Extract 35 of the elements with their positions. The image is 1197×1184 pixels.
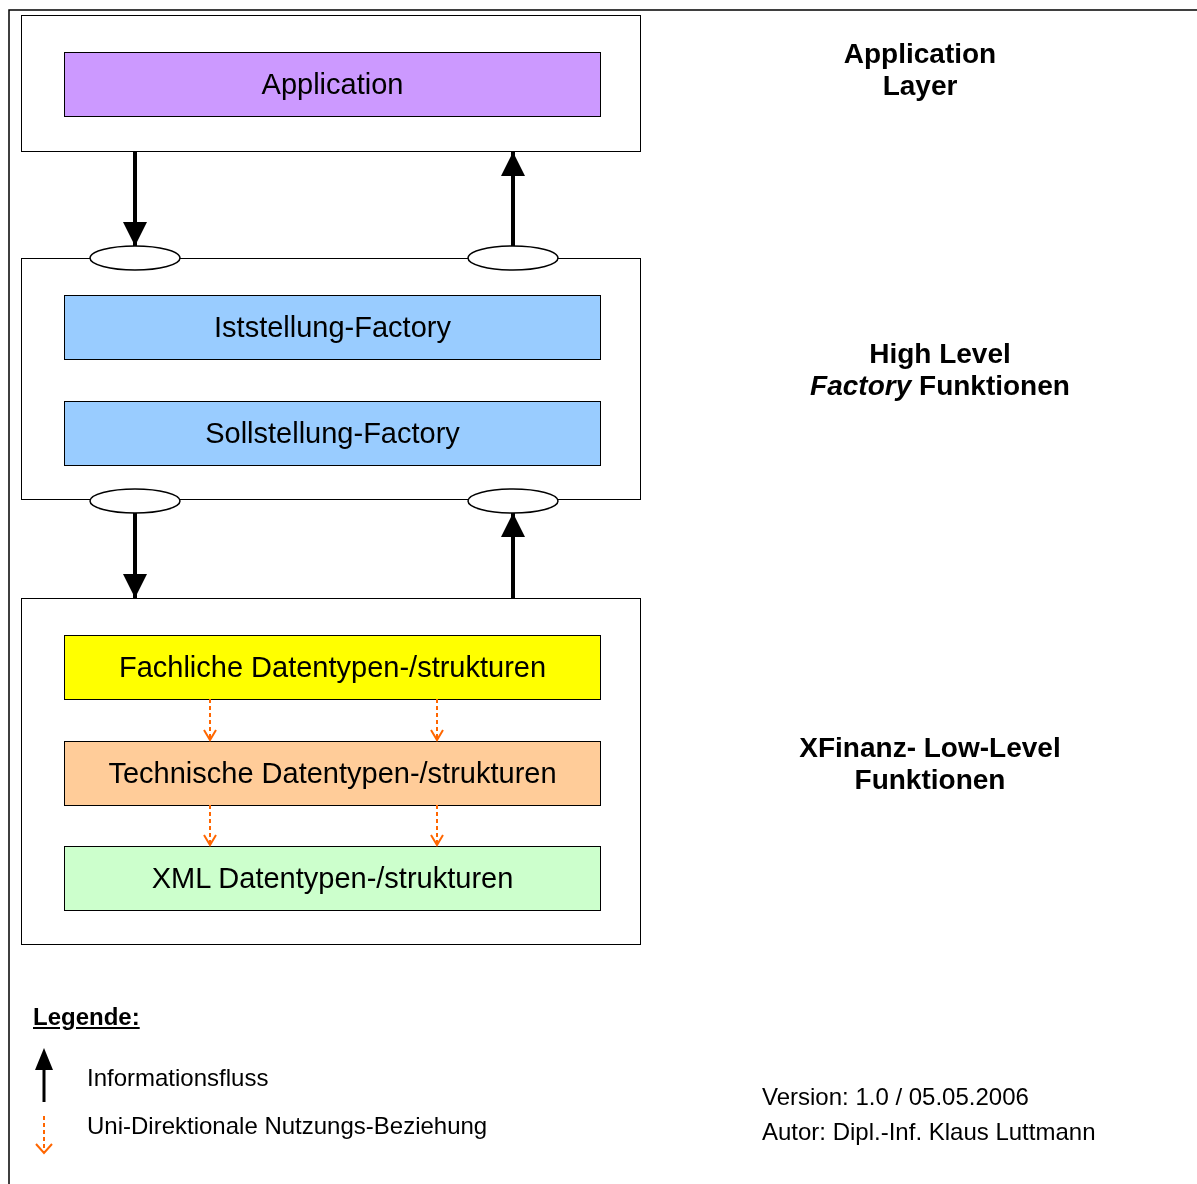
layer-box (21, 598, 641, 945)
component-label: Sollstellung-Factory (205, 417, 460, 450)
dependency-arrow (430, 804, 444, 846)
interface-ellipse (468, 489, 558, 513)
component-label: XML Datentypen-/strukturen (151, 862, 514, 895)
component-box (64, 846, 601, 911)
legend-title: Legende: (33, 1003, 140, 1031)
flow-arrow (123, 152, 147, 246)
dependency-arrow (430, 698, 444, 741)
layer-box (21, 258, 641, 500)
dependency-arrow (203, 804, 217, 846)
component-box (64, 741, 601, 806)
layer-heading: XFinanz- Low-Level Funktionen (798, 732, 1062, 796)
author-note: Autor: Dipl.-Inf. Klaus Luttmann (762, 1118, 1096, 1146)
interface-ellipse (90, 246, 180, 270)
flow-arrow (123, 513, 147, 598)
component-box (64, 295, 601, 360)
dependency-arrow (203, 698, 217, 741)
component-box (64, 401, 601, 466)
component-label: Technische Datentypen-/strukturen (108, 757, 557, 790)
layer-heading: High Level Factory Funktionen (809, 338, 1071, 402)
component-box (64, 52, 601, 117)
component-box (64, 635, 601, 700)
flow-arrow (501, 513, 525, 598)
component-label: Application (261, 68, 404, 101)
layer-box (21, 15, 641, 152)
interface-ellipse (468, 246, 558, 270)
interface-ellipse (90, 489, 180, 513)
legend-label: Informationsfluss (87, 1064, 269, 1092)
layer-heading: Application Layer (842, 38, 998, 102)
legend-label: Uni-Direktionale Nutzungs-Beziehung (87, 1112, 488, 1140)
flow-arrow (501, 152, 525, 246)
component-label: Fachliche Datentypen-/strukturen (118, 651, 547, 684)
component-label: Iststellung-Factory (214, 311, 451, 344)
version-note: Version: 1.0 / 05.05.2006 (762, 1083, 1029, 1111)
